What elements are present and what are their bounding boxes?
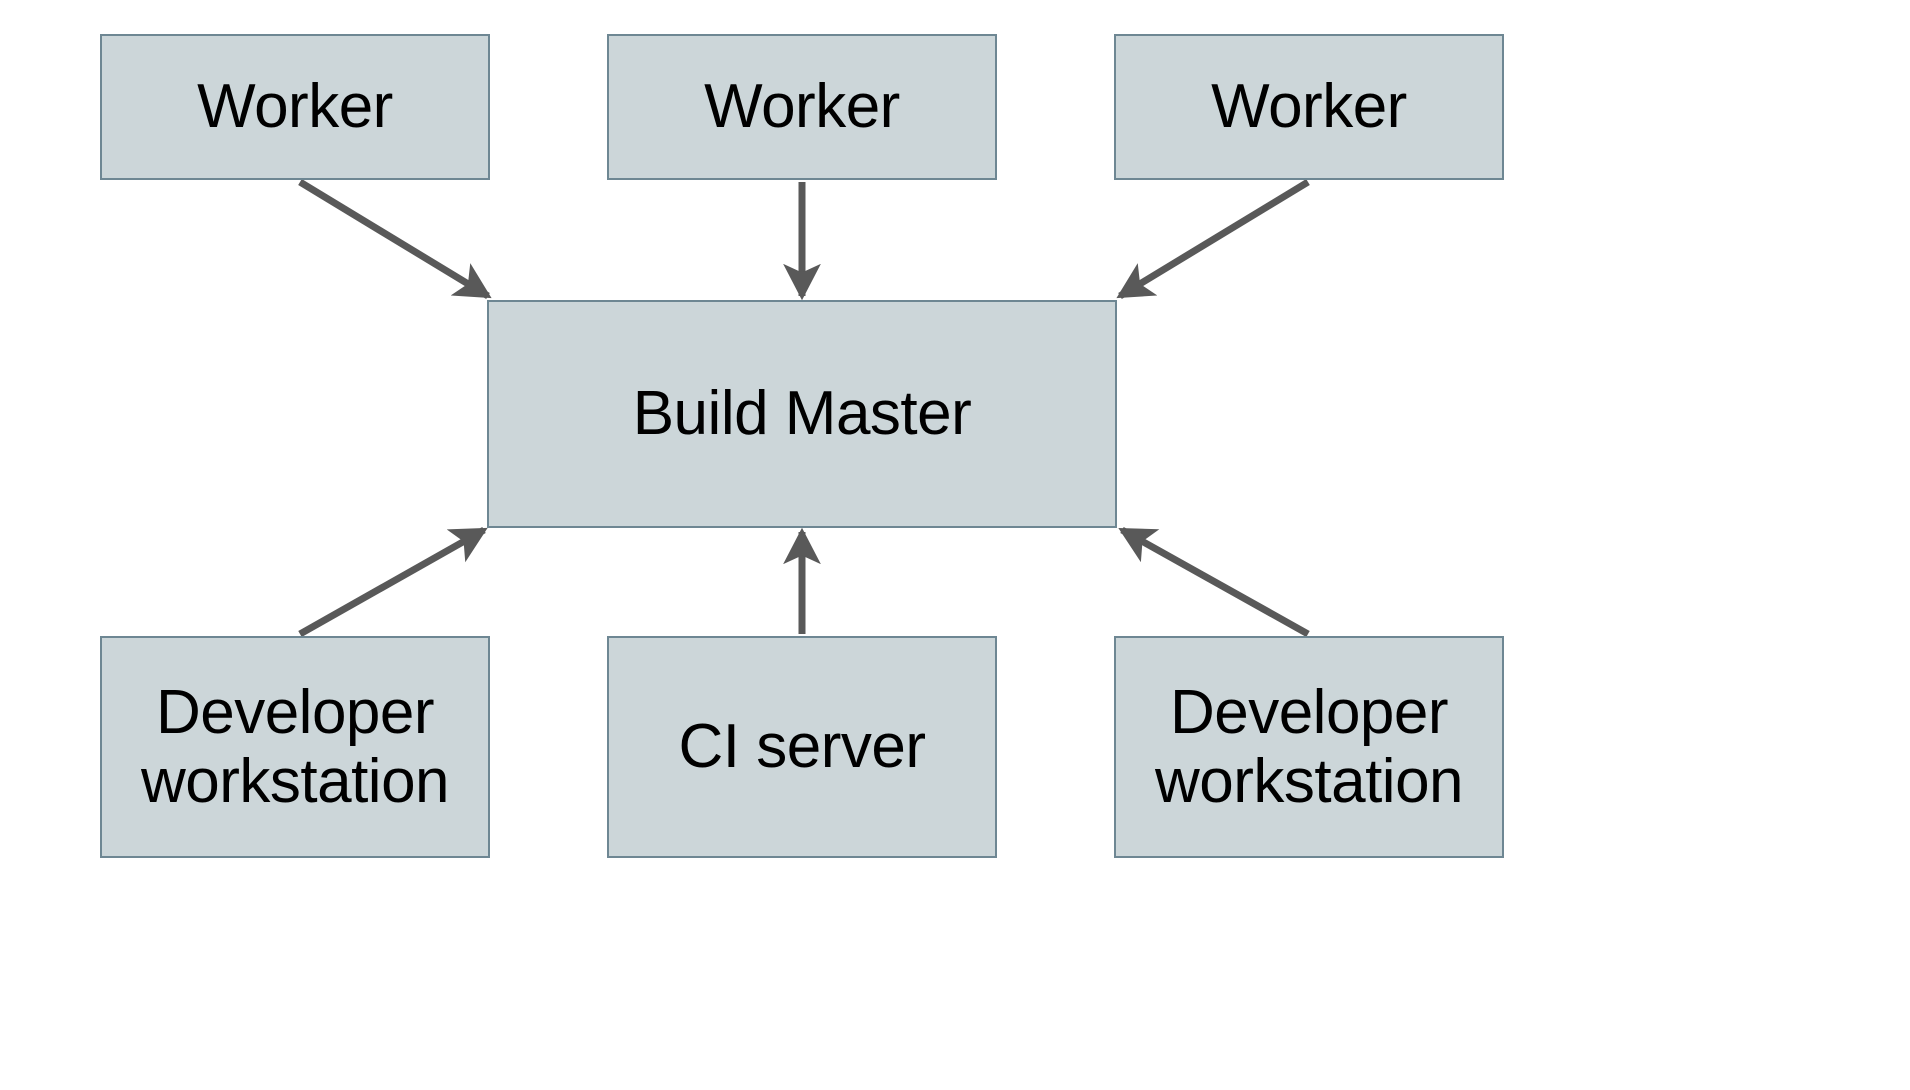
edge-workstation-2-to-master: [1118, 526, 1310, 638]
node-developer-workstation-1[interactable]: Developer workstation: [100, 636, 490, 858]
node-label: CI server: [678, 712, 926, 782]
node-developer-workstation-2[interactable]: Developer workstation: [1114, 636, 1504, 858]
node-label: Developer workstation: [140, 677, 450, 816]
node-label: Worker: [704, 72, 900, 142]
node-build-master[interactable]: Build Master: [487, 300, 1117, 528]
edge-workstation-1-to-master: [298, 526, 488, 638]
node-worker-1[interactable]: Worker: [100, 34, 490, 180]
edge-worker-1-to-master: [298, 179, 492, 299]
node-worker-3[interactable]: Worker: [1114, 34, 1504, 180]
edge-worker-3-to-master: [1116, 179, 1310, 299]
node-label: Worker: [197, 72, 393, 142]
node-label: Build Master: [632, 379, 972, 449]
node-worker-2[interactable]: Worker: [607, 34, 997, 180]
node-ci-server[interactable]: CI server: [607, 636, 997, 858]
node-label: Worker: [1211, 72, 1407, 142]
node-label: Developer workstation: [1154, 677, 1464, 816]
